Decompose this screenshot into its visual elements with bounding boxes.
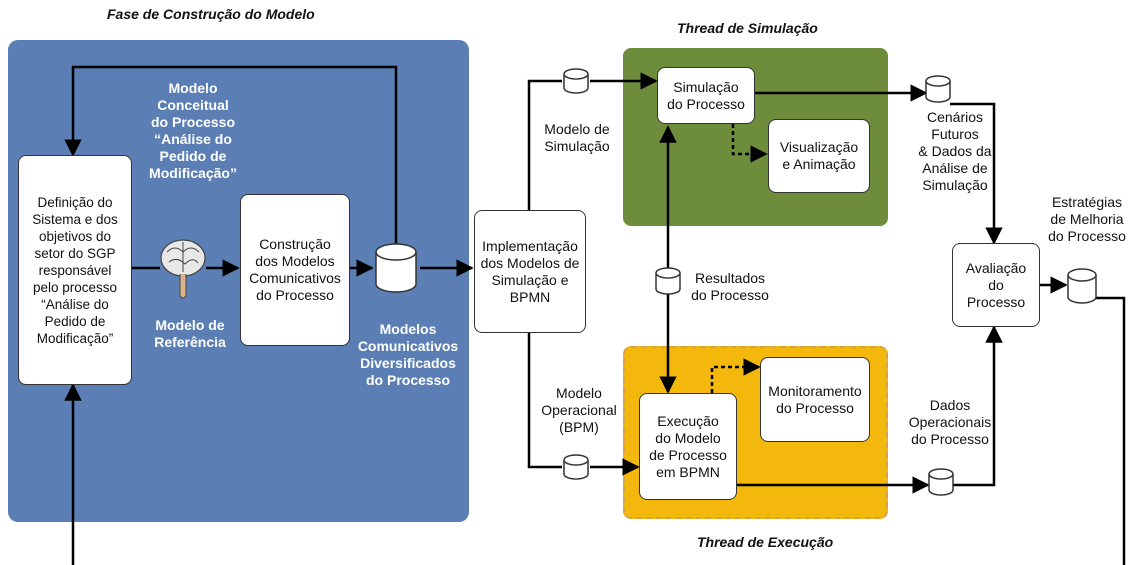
operational-model-label: Modelo Operacional (BPM)	[541, 385, 617, 435]
definition-box: Definição do Sistema e dos objetivos do …	[18, 155, 132, 385]
evaluation-box: Avaliação do Processo	[952, 243, 1040, 327]
operational-data-label: Dados Operacionais do Processo	[908, 397, 992, 447]
brain-icon	[160, 239, 206, 299]
visualization-box: Visualização e Animação	[768, 119, 870, 193]
reference-model-label: Modelo de Referência	[154, 317, 226, 350]
implementation-box: Implementação dos Modelos de Simulação e…	[474, 210, 586, 333]
execution-box: Execução do Modelo de Processo em BPMN	[639, 393, 737, 500]
monitoring-box: Monitoramento do Processo	[760, 357, 870, 442]
improvement-strategies-label: Estratégias de Melhoria do Processo	[1048, 194, 1126, 244]
sim-thread-title: Thread de Simulação	[677, 20, 818, 36]
simulation-box: Simulação do Processo	[657, 67, 755, 124]
database-cylinder-icon	[375, 68, 1097, 496]
simulation-model-label: Modelo de Simulação	[544, 121, 610, 154]
model-phase-title: Fase de Construção do Modelo	[107, 6, 315, 22]
exec-thread-title: Thread de Execução	[697, 534, 834, 550]
diversified-models-label: Modelos Comunicativos Diversificados do …	[357, 321, 459, 388]
future-scenarios-label: Cenários Futuros & Dados da Análise de S…	[918, 109, 992, 193]
process-results-label: Resultados do Processo	[691, 270, 769, 303]
conceptual-model-label: Modelo Conceitual do Processo “Análise d…	[149, 80, 237, 181]
construction-box: Construção dos Modelos Comunicativos do …	[240, 194, 350, 346]
